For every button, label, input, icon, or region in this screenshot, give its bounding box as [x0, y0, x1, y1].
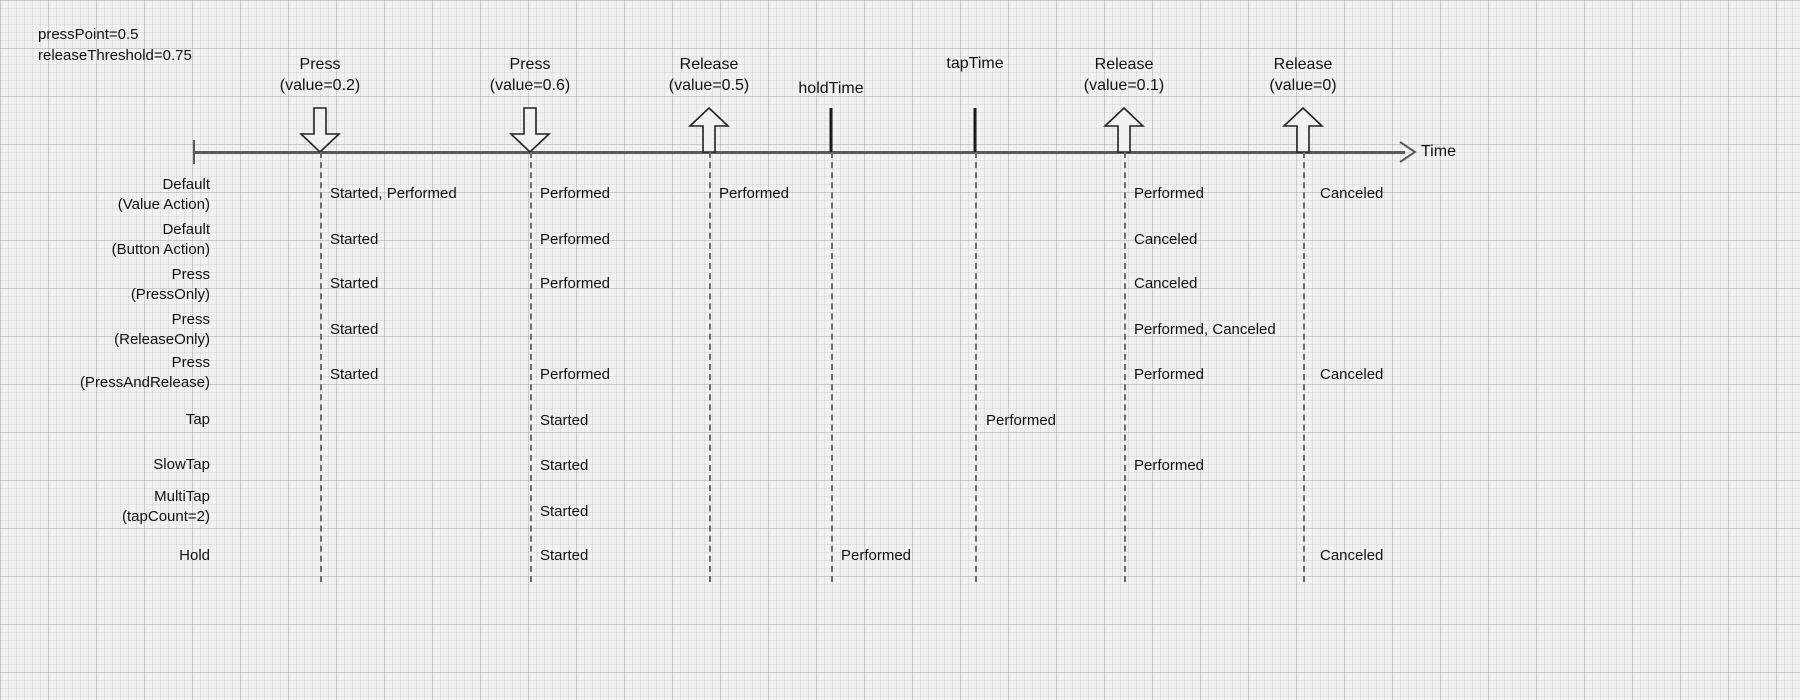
release-up-arrow-icon-release-3	[1281, 107, 1325, 153]
release-up-arrow-icon-release-1	[687, 107, 731, 153]
row-label-press-pressandrelease: Press (PressAndRelease)	[79, 354, 210, 391]
guide-line-hold-time	[831, 152, 833, 582]
guide-line-tap-time	[975, 152, 977, 582]
cell-press-pressandrelease-3: Canceled	[1320, 366, 1384, 383]
time-axis-arrowhead	[1399, 141, 1417, 163]
guide-line-release-1	[709, 152, 711, 582]
cell-press-pressandrelease-2: Performed	[1134, 366, 1205, 383]
guide-line-release-2	[1124, 152, 1126, 582]
cell-tap-0: Started	[540, 412, 589, 429]
event-label-tap-time: tapTime	[946, 55, 1004, 72]
time-axis-label: Time	[1421, 143, 1456, 160]
cell-default-value-action-3: Performed	[1134, 185, 1205, 202]
press-down-arrow-icon-press-1	[298, 107, 342, 153]
time-tick-tap-time	[973, 108, 977, 152]
cell-default-button-action-2: Canceled	[1134, 231, 1198, 248]
cell-default-value-action-4: Canceled	[1320, 185, 1384, 202]
row-label-press-releaseonly: Press (ReleaseOnly)	[114, 311, 210, 348]
guide-line-press-1	[320, 152, 322, 582]
cell-press-pressonly-2: Canceled	[1134, 275, 1198, 292]
cell-press-pressonly-1: Performed	[540, 275, 611, 292]
row-label-default-button-action: Default (Button Action)	[111, 221, 210, 258]
guide-line-press-2	[530, 152, 532, 582]
event-label-release-1: Release (value=0.5)	[668, 56, 750, 94]
cell-slowtap-1: Performed	[1134, 457, 1205, 474]
cell-multitap-0: Started	[540, 503, 589, 520]
event-label-hold-time: holdTime	[798, 80, 864, 97]
cell-default-value-action-2: Performed	[719, 185, 790, 202]
cell-tap-1: Performed	[986, 412, 1057, 429]
event-label-release-2: Release (value=0.1)	[1083, 56, 1165, 94]
event-label-press-1: Press (value=0.2)	[279, 56, 361, 94]
event-label-release-3: Release (value=0)	[1269, 56, 1337, 94]
row-label-press-pressonly: Press (PressOnly)	[130, 266, 210, 303]
cell-press-pressandrelease-0: Started	[330, 366, 379, 383]
row-label-hold: Hold	[179, 547, 210, 564]
row-label-multitap: MultiTap (tapCount=2)	[122, 488, 210, 525]
cell-default-button-action-0: Started	[330, 231, 379, 248]
release-up-arrow-icon-release-2	[1102, 107, 1146, 153]
time-tick-hold-time	[829, 108, 833, 152]
press-down-arrow-icon-press-2	[508, 107, 552, 153]
cell-hold-1: Performed	[841, 547, 912, 564]
row-label-default-value-action: Default (Value Action)	[117, 176, 210, 213]
guide-line-release-3	[1303, 152, 1305, 582]
cell-default-value-action-0: Started, Performed	[330, 185, 457, 202]
cell-press-pressandrelease-1: Performed	[540, 366, 611, 383]
cell-press-releaseonly-0: Started	[330, 321, 379, 338]
row-label-slowtap: SlowTap	[153, 456, 210, 473]
cell-hold-0: Started	[540, 547, 589, 564]
cell-press-pressonly-0: Started	[330, 275, 379, 292]
row-label-tap: Tap	[185, 411, 210, 428]
parameter-note: pressPoint=0.5 releaseThreshold=0.75	[38, 26, 192, 64]
cell-press-releaseonly-1: Performed, Canceled	[1134, 321, 1276, 338]
time-axis-line	[193, 151, 1405, 154]
cell-default-value-action-1: Performed	[540, 185, 611, 202]
cell-default-button-action-1: Performed	[540, 231, 611, 248]
cell-slowtap-0: Started	[540, 457, 589, 474]
cell-hold-2: Canceled	[1320, 547, 1384, 564]
event-label-press-2: Press (value=0.6)	[489, 56, 571, 94]
